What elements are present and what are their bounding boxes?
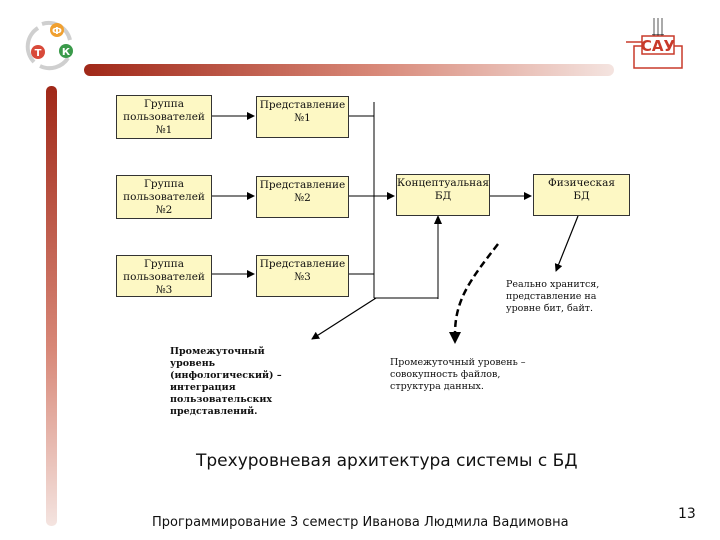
- slide-title: Трехуровневая архитектура системы с БД: [196, 451, 578, 471]
- note-intermediate-level: Промежуточный уровень –совокупность файл…: [390, 357, 526, 392]
- logo-letter-f: Ф: [52, 26, 62, 37]
- sau-logo-icon: САУ: [626, 18, 683, 69]
- logo-icon: Ф Т К: [25, 21, 73, 71]
- page-number: 13: [678, 506, 696, 522]
- logo-letter-t: Т: [35, 48, 42, 59]
- logo-letter-k: К: [62, 47, 71, 58]
- arrow-physical-note: [554, 215, 579, 272]
- sau-logo-text: САУ: [641, 37, 676, 55]
- footer-text: Программирование 3 семестр Иванова Людми…: [152, 515, 569, 530]
- dashed-arrow-intermediate: [453, 243, 499, 335]
- left-bar: [46, 86, 57, 526]
- arrow-to-infological: [311, 297, 377, 340]
- header-bar: [84, 64, 614, 76]
